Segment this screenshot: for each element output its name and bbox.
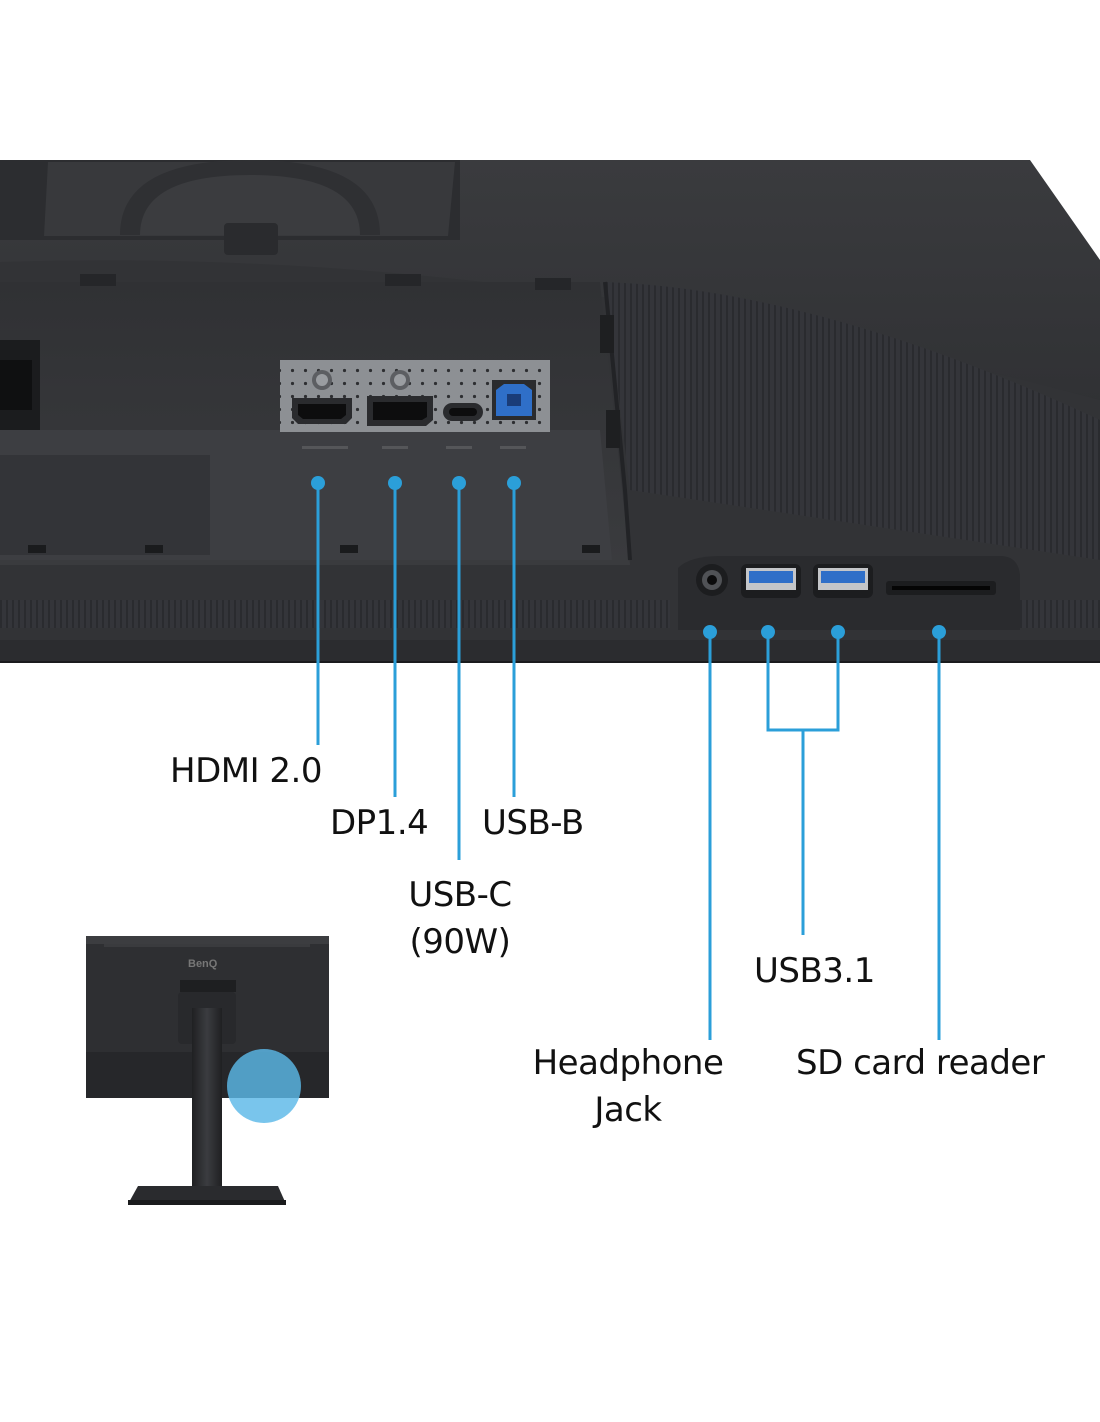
usb31-label: USB3.1 [754, 951, 875, 991]
callout-dots [311, 476, 946, 639]
usb31-callout-dot-2 [831, 625, 845, 639]
sd-callout-dot [932, 625, 946, 639]
monitor-body [0, 160, 1100, 663]
headphone-jack-label: Headphone Jack [500, 1040, 756, 1134]
headphone-callout-dot [703, 625, 717, 639]
hdmi-label: HDMI 2.0 [170, 751, 323, 791]
callout-lines [316, 483, 941, 1040]
highlight-circle [227, 1049, 301, 1123]
headphone-label-line2: Jack [594, 1089, 662, 1130]
monitor-thumbnail: BenQ [86, 936, 329, 1205]
usb31-callout-bracket [766, 632, 840, 935]
usb-b-port [492, 380, 536, 420]
sd-card-slot [886, 581, 996, 595]
usb-c-label: USB-C (90W) [380, 872, 540, 966]
dp-label: DP1.4 [330, 803, 429, 843]
sd-card-reader-label: SD card reader [796, 1043, 1045, 1083]
usb31-callout-dot-1 [761, 625, 775, 639]
usb-c-port [443, 403, 483, 421]
usb-c-label-line1: USB-C [408, 875, 512, 915]
displayport-port [367, 396, 433, 426]
headphone-label-line1: Headphone [532, 1043, 724, 1083]
usb-c-label-line2: (90W) [409, 921, 511, 962]
usb-b-label: USB-B [482, 803, 584, 843]
usbc-callout-dot [452, 476, 466, 490]
hdmi-callout-dot [311, 476, 325, 490]
brand-logo: BenQ [188, 958, 218, 970]
usbb-callout-dot [507, 476, 521, 490]
usb-a-port-1 [741, 564, 801, 598]
headphone-jack [696, 564, 728, 596]
dp-callout-dot [388, 476, 402, 490]
usb-a-port-2 [813, 564, 873, 598]
hdmi-port [292, 398, 352, 424]
